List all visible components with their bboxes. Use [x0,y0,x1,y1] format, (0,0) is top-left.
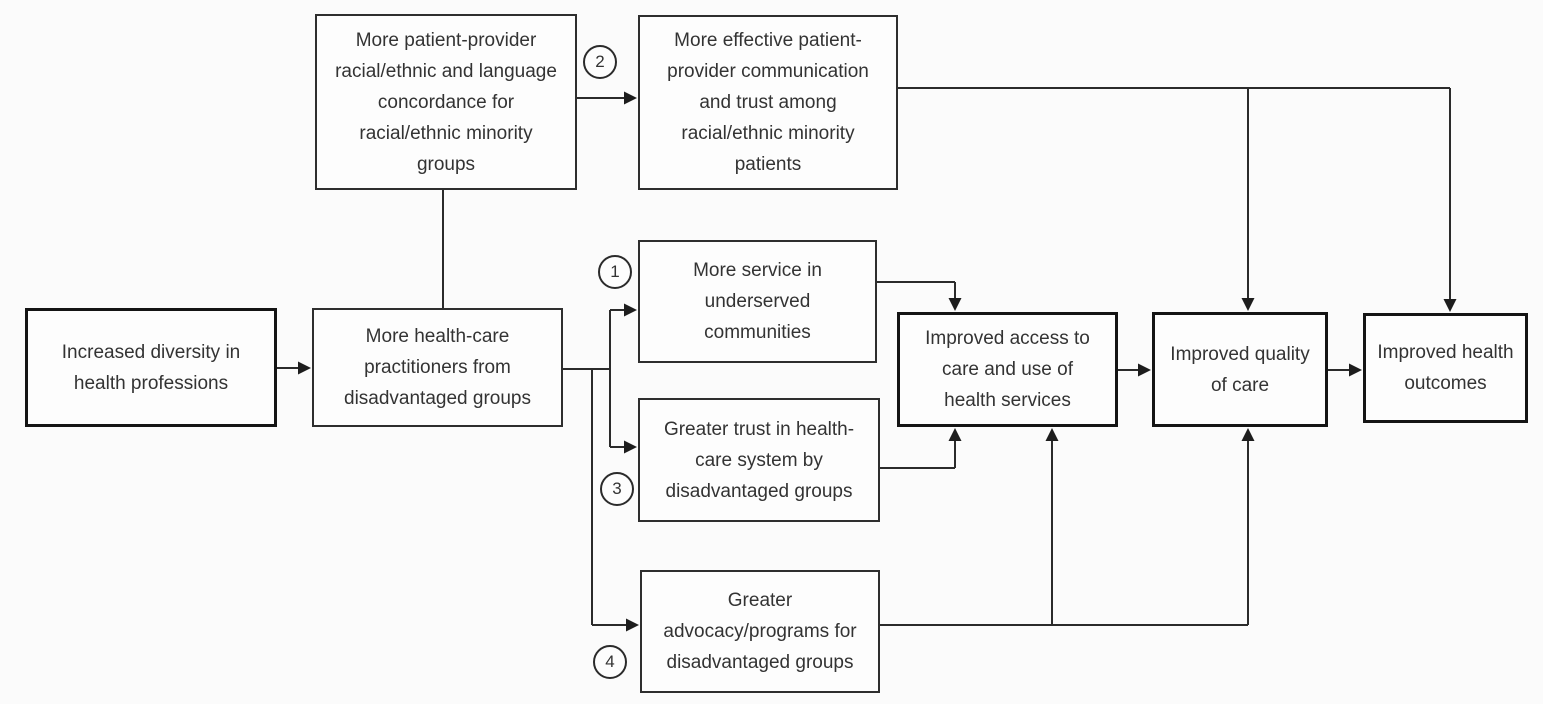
node-improved-quality: Improved quality of care [1152,312,1328,427]
node-practitioners: More health-care practitioners from disa… [312,308,563,427]
pathway-badge-3: 3 [600,472,634,506]
node-trust-system: Greater trust in health- care system by … [638,398,880,522]
node-increased-diversity: Increased diversity in health profession… [25,308,277,427]
pathway-badge-2: 2 [583,45,617,79]
node-improved-access: Improved access to care and use of healt… [897,312,1118,427]
node-concordance: More patient-provider racial/ethnic and … [315,14,577,190]
node-advocacy-programs: Greater advocacy/programs for disadvanta… [640,570,880,693]
node-communication-trust: More effective patient- provider communi… [638,15,898,190]
node-service-underserved: More service in underserved communities [638,240,877,363]
pathway-badge-1: 1 [598,255,632,289]
pathway-badge-4: 4 [593,645,627,679]
node-improved-outcomes: Improved health outcomes [1363,313,1528,423]
